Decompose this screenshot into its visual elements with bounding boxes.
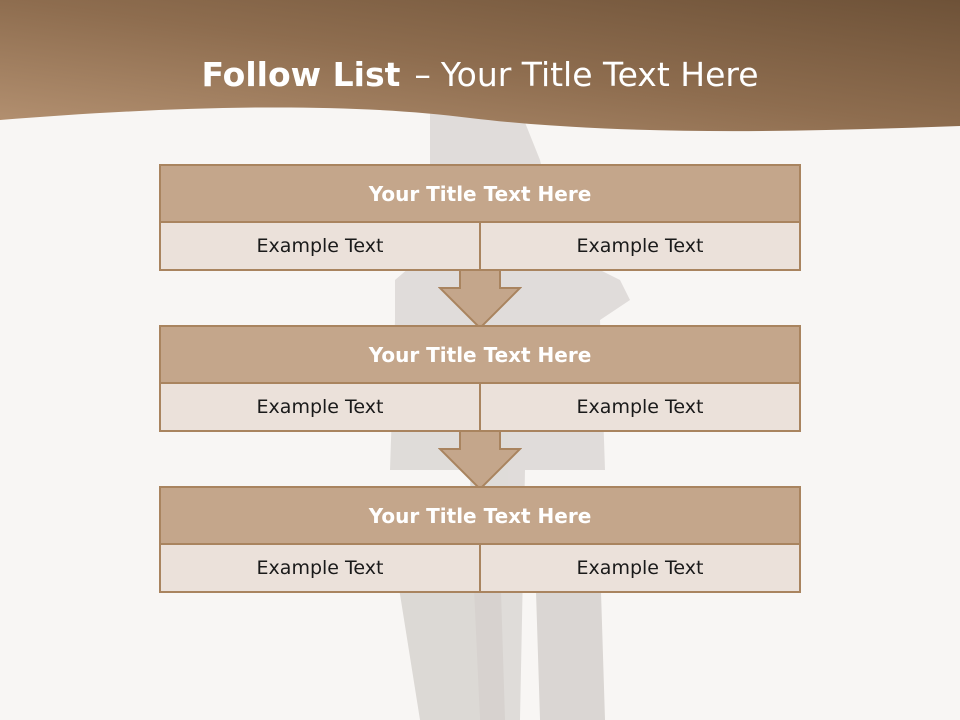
- block-cell-left: Example Text: [161, 384, 479, 430]
- block-cells: Example Text Example Text: [161, 384, 799, 430]
- block-title: Your Title Text Here: [161, 488, 799, 545]
- down-arrow-icon: [438, 431, 522, 491]
- block-cell-left: Example Text: [161, 545, 479, 591]
- down-arrow-icon: [438, 270, 522, 330]
- block-cell-right: Example Text: [479, 223, 799, 269]
- block-cell-left: Example Text: [161, 223, 479, 269]
- title-bold-part: Follow List: [201, 55, 401, 94]
- block-cell-right: Example Text: [479, 384, 799, 430]
- block-cell-right: Example Text: [479, 545, 799, 591]
- block-cells: Example Text Example Text: [161, 223, 799, 269]
- list-block-3: Your Title Text Here Example Text Exampl…: [159, 486, 801, 593]
- list-block-2: Your Title Text Here Example Text Exampl…: [159, 325, 801, 432]
- list-block-1: Your Title Text Here Example Text Exampl…: [159, 164, 801, 271]
- title-rest: Your Title Text Here: [440, 55, 759, 94]
- header-banner: [0, 0, 960, 132]
- block-title: Your Title Text Here: [161, 327, 799, 384]
- block-title: Your Title Text Here: [161, 166, 799, 223]
- page-title: Follow List–Your Title Text Here: [0, 52, 960, 98]
- title-separator: –: [414, 55, 431, 94]
- block-cells: Example Text Example Text: [161, 545, 799, 591]
